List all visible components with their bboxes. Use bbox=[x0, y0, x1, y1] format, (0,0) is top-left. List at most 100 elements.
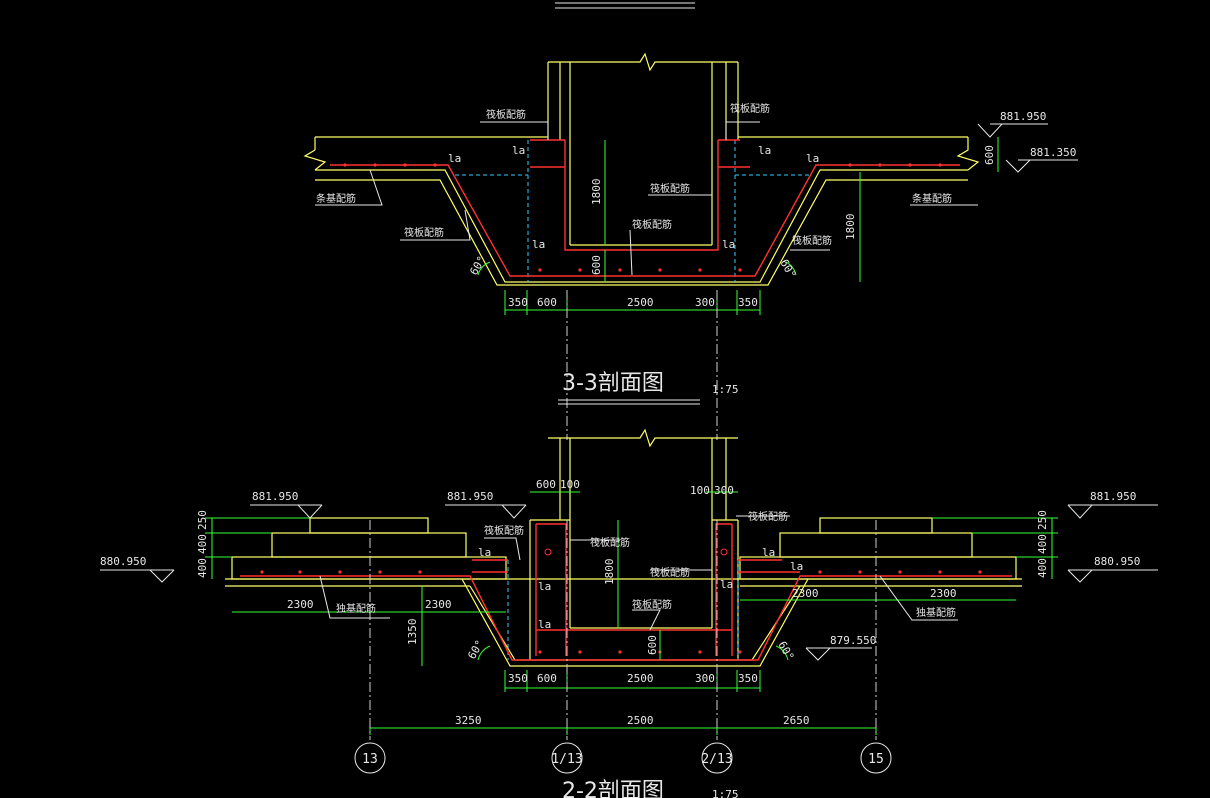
section33-note-pit-bottom: 筏板配筋 bbox=[632, 218, 672, 231]
section22-note-right-mid: 筏板配筋 bbox=[650, 566, 690, 579]
section22-elev-center-left: 881.950 bbox=[447, 490, 493, 503]
section33-note-strip-left: 条基配筋 bbox=[316, 192, 356, 205]
section22-title: 2-2剖面图 bbox=[562, 779, 664, 798]
section22-la-2: la bbox=[538, 580, 551, 593]
section-3-3: 881.950 881.350 600 1800 1800 600 350 60… bbox=[303, 52, 1078, 440]
section33-la-2: la bbox=[512, 144, 525, 157]
axis-label-15: 15 bbox=[868, 752, 884, 767]
section22-leaders bbox=[319, 515, 958, 631]
section22-right-vdim-1: 250 bbox=[1036, 510, 1049, 530]
section33-note-raft-right: 筏板配筋 bbox=[730, 102, 770, 115]
section33-la-1: la bbox=[448, 152, 461, 165]
section22-top-left-dim-1: 600 bbox=[536, 478, 556, 491]
section22-left-vdim-3: 400 bbox=[196, 558, 209, 578]
section22-axis-lines bbox=[369, 520, 877, 740]
section22-la-6: la bbox=[790, 560, 803, 573]
section33-rebar-dots bbox=[343, 163, 942, 272]
section33-la-3: la bbox=[758, 144, 771, 157]
section22-angle-arcs bbox=[477, 645, 789, 661]
section33-elev-mid: 881.350 bbox=[1030, 146, 1076, 159]
section22-left-vdim-1: 250 bbox=[196, 510, 209, 530]
section33-outline bbox=[303, 52, 980, 286]
section22-top-right-dim-2: 300 bbox=[714, 484, 734, 497]
section33-dimensions bbox=[504, 137, 999, 315]
section22-rebar-dots bbox=[260, 548, 982, 654]
section22-la-5: la bbox=[762, 546, 775, 559]
section22-note-wall-left: 筏板配筋 bbox=[484, 524, 524, 537]
axis-label-1-13: 1/13 bbox=[551, 752, 582, 767]
axis-marker-1-13: 1/13 bbox=[551, 742, 583, 774]
section33-bottom-dim-2: 600 bbox=[537, 296, 557, 309]
section22-top-left-dim-2: 100 bbox=[560, 478, 580, 491]
top-title-underline bbox=[555, 2, 695, 9]
section22-elev-bottom: 879.550 bbox=[830, 634, 876, 647]
section22-elev-left-top: 881.950 bbox=[252, 490, 298, 503]
section22-dim-1800: 1800 bbox=[603, 559, 616, 586]
section22-elev-left-low: 880.950 bbox=[100, 555, 146, 568]
section22-dim-600: 600 bbox=[646, 635, 659, 655]
section33-angle-left: 60° bbox=[467, 254, 488, 278]
section22-note-bottom: 筏板配筋 bbox=[632, 598, 672, 611]
section-2-2: 13 1/13 2/13 15 881.950 881.950 880.950 … bbox=[100, 428, 1158, 798]
section22-scale: 1:75 bbox=[712, 788, 739, 798]
section22-elev-right-top: 881.950 bbox=[1090, 490, 1136, 503]
section22-dim-1350: 1350 bbox=[406, 619, 419, 646]
section33-scale: 1:75 bbox=[712, 383, 739, 396]
section22-angle-right: 60° bbox=[775, 639, 796, 663]
section33-note-slope-right: 筏板配筋 bbox=[792, 234, 832, 247]
section33-dim-1800-inner: 1800 bbox=[590, 179, 603, 206]
section33-leaders bbox=[315, 121, 978, 276]
section22-elev-right-low: 880.950 bbox=[1094, 555, 1140, 568]
section22-hidden-lines bbox=[507, 560, 739, 660]
section22-right-span-1: 2300 bbox=[792, 587, 819, 600]
section33-angle-arcs bbox=[477, 261, 797, 276]
section22-left-span-2: 2300 bbox=[425, 598, 452, 611]
section33-dim-600: 600 bbox=[983, 145, 996, 165]
section22-right-vdim-3: 400 bbox=[1036, 558, 1049, 578]
section22-right-vdim-2: 400 bbox=[1036, 534, 1049, 554]
section22-la-3: la bbox=[538, 618, 551, 631]
section22-note-found-right: 独基配筋 bbox=[916, 606, 956, 619]
section22-bottom-dim-3: 2500 bbox=[627, 672, 654, 685]
section33-axis-lines bbox=[566, 290, 718, 440]
section22-bottom-dim-4: 300 bbox=[695, 672, 715, 685]
section22-rebar bbox=[240, 523, 1012, 661]
section22-bottom-dim-2: 600 bbox=[537, 672, 557, 685]
section22-axis-dim-3: 2650 bbox=[783, 714, 810, 727]
section22-la-1: la bbox=[478, 546, 491, 559]
section33-la-4: la bbox=[806, 152, 819, 165]
section33-dim-1800-right: 1800 bbox=[844, 214, 857, 241]
section33-elevation-markers bbox=[977, 123, 1078, 173]
section22-angle-left: 60° bbox=[465, 638, 486, 662]
section33-bottom-dim-4: 300 bbox=[695, 296, 715, 309]
section33-title: 3-3剖面图 bbox=[562, 371, 664, 396]
section22-axis-dim-1: 3250 bbox=[455, 714, 482, 727]
section22-bottom-dim-5: 350 bbox=[738, 672, 758, 685]
section33-hidden-lines bbox=[455, 140, 810, 282]
section33-elev-top: 881.950 bbox=[1000, 110, 1046, 123]
section22-bottom-dim-1: 350 bbox=[508, 672, 528, 685]
section22-left-span-1: 2300 bbox=[287, 598, 314, 611]
section22-note-wall-inner: 筏板配筋 bbox=[590, 536, 630, 549]
section33-note-strip-right: 条基配筋 bbox=[912, 192, 952, 205]
section22-note-wall-right: 筏板配筋 bbox=[748, 510, 788, 523]
axis-label-2-13: 2/13 bbox=[701, 752, 732, 767]
section22-axis-dim-2: 2500 bbox=[627, 714, 654, 727]
section22-la-4: la bbox=[720, 578, 733, 591]
axis-marker-15: 15 bbox=[860, 742, 892, 774]
section33-note-slope-left: 筏板配筋 bbox=[404, 226, 444, 239]
section33-note-raft-left: 筏板配筋 bbox=[486, 108, 526, 121]
section33-dim-600-inner: 600 bbox=[590, 255, 603, 275]
section22-right-span-2: 2300 bbox=[930, 587, 957, 600]
section22-elevation-markers bbox=[100, 504, 1158, 661]
section22-note-found-left: 独基配筋 bbox=[336, 602, 376, 615]
axis-marker-2-13: 2/13 bbox=[701, 742, 733, 774]
axis-label-13: 13 bbox=[362, 752, 378, 767]
section33-la-6: la bbox=[722, 238, 735, 251]
axis-marker-13: 13 bbox=[354, 742, 386, 774]
section22-top-right-dim-1: 100 bbox=[690, 484, 710, 497]
section33-bottom-dim-3: 2500 bbox=[627, 296, 654, 309]
section33-rebar bbox=[330, 139, 960, 277]
section33-note-pit-wall: 筏板配筋 bbox=[650, 182, 690, 195]
section33-bottom-dim-1: 350 bbox=[508, 296, 528, 309]
